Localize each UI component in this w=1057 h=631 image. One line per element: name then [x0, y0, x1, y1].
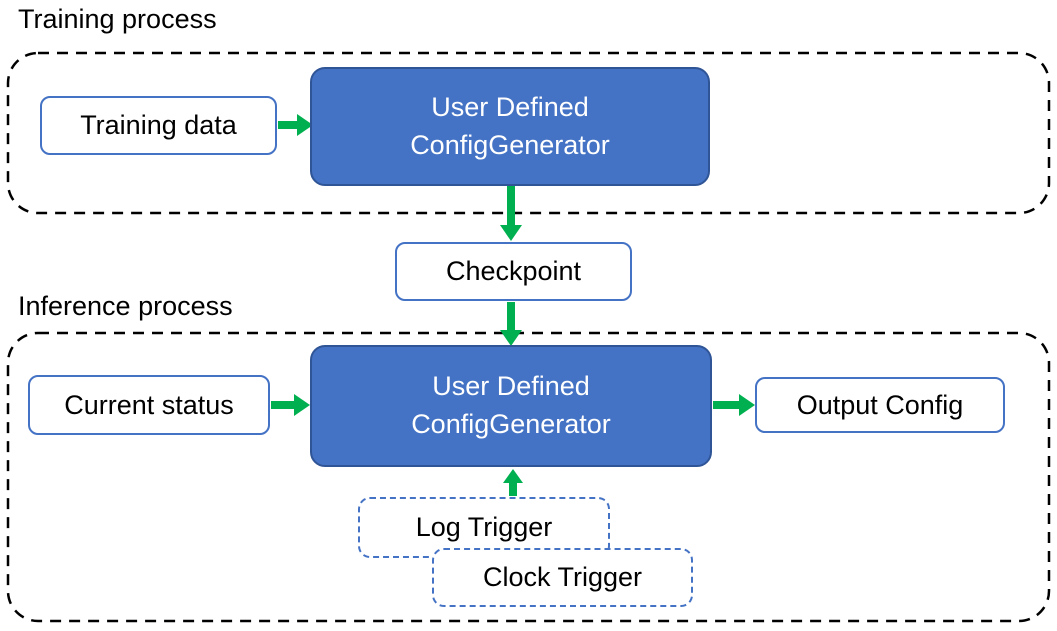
- inference-process-container: [6, 331, 1051, 623]
- arrow-generator-to-output-config: [713, 394, 755, 416]
- arrow-triggers-to-generator: [503, 469, 523, 496]
- inference-process-title: Inference process: [18, 291, 233, 321]
- training-data-box: Training data: [40, 96, 277, 155]
- output-config-box: Output Config: [755, 377, 1005, 433]
- arrow-current-status-to-generator: [271, 394, 310, 416]
- training-process-title: Training process: [18, 4, 217, 34]
- inference-generator-line2: ConfigGenerator: [411, 409, 611, 439]
- inference-generator-line1: User Defined: [432, 371, 590, 402]
- arrow-generator-to-checkpoint: [500, 186, 522, 241]
- training-generator-line2: ConfigGenerator: [410, 129, 610, 160]
- clock-trigger-box: Clock Trigger: [432, 548, 693, 607]
- inference-generator-box: User Defined ConfigGenerator: [310, 345, 712, 467]
- training-generator-line1: User Defined: [431, 91, 589, 122]
- current-status-box: Current status: [28, 375, 270, 435]
- checkpoint-box: Checkpoint: [395, 242, 632, 301]
- arrow-training-data-to-generator: [278, 114, 313, 136]
- arrow-checkpoint-to-inference-generator: [500, 302, 522, 346]
- training-generator-box: User Defined ConfigGenerator: [310, 67, 710, 186]
